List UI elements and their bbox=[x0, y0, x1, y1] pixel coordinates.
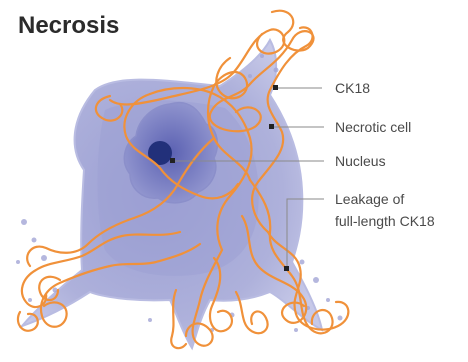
nucleus-marker bbox=[170, 158, 175, 163]
necrotic-cell-label: Necrotic cell bbox=[335, 117, 411, 137]
leakage-label-line1: Leakage of bbox=[335, 189, 404, 209]
diagram-title: Necrosis bbox=[18, 12, 119, 40]
leakage-label-line2: full-length CK18 bbox=[335, 211, 435, 231]
ck18-marker bbox=[273, 85, 278, 90]
necrotic-cell-marker bbox=[269, 124, 274, 129]
nucleus-label: Nucleus bbox=[335, 151, 386, 171]
ck18-label: CK18 bbox=[335, 78, 370, 98]
leakage-marker bbox=[284, 266, 289, 271]
